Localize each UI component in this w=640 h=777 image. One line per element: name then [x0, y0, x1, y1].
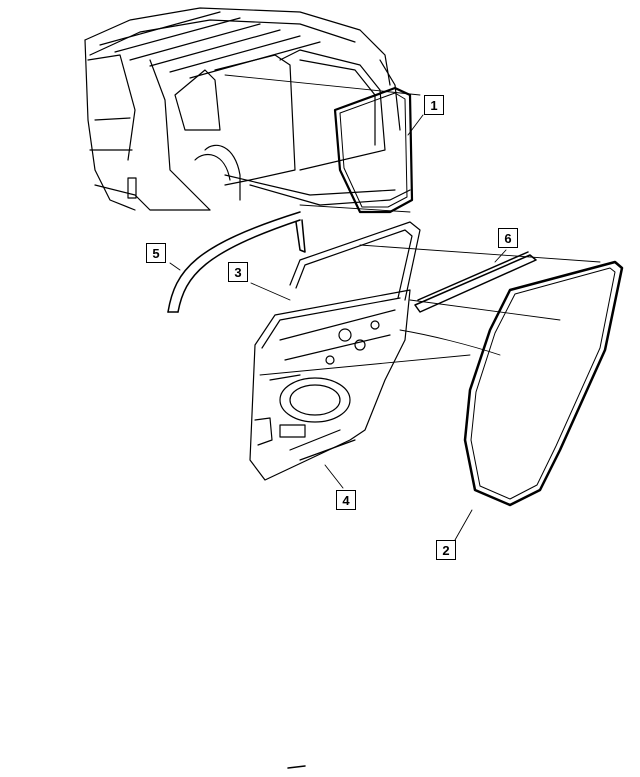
part-2-door-weatherstrip	[463, 260, 624, 507]
page-mark	[287, 765, 306, 769]
part-4-rear-door	[249, 221, 421, 481]
leader-lines	[169, 74, 601, 541]
callout-6: 6	[498, 228, 518, 248]
part-6-belt-weatherstrip	[414, 251, 537, 313]
part-5-glass-run-channel	[167, 211, 306, 313]
callout-5: 5	[146, 243, 166, 263]
part-1-body-weatherstrip	[333, 86, 414, 214]
vehicle-body	[84, 7, 411, 211]
callout-1: 1	[424, 95, 444, 115]
callout-2: 2	[436, 540, 456, 560]
callout-4: 4	[336, 490, 356, 510]
callout-3: 3	[228, 262, 248, 282]
